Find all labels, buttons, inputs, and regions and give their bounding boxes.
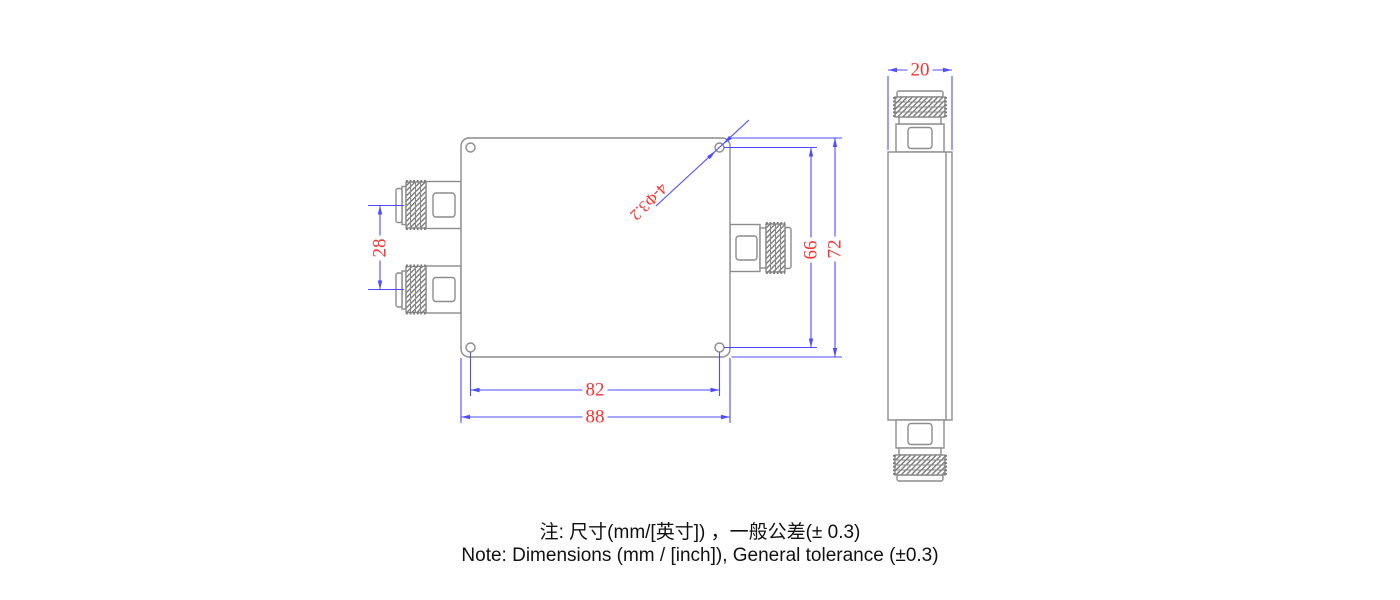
mounting-hole-top-left — [465, 142, 476, 153]
note-line-en: Note: Dimensions (mm / [inch]), General … — [461, 545, 939, 566]
hole-callout-leader — [655, 119, 750, 207]
front-view-body — [460, 137, 731, 358]
side-connector-bottom — [892, 419, 948, 482]
side-view-body — [887, 151, 953, 421]
mounting-hole-bottom-left — [465, 342, 476, 353]
dimension-28 — [368, 204, 404, 291]
note-line-zh: 注: 尺寸(mm/[英寸]) ，一般公差(± 0.3) — [539, 522, 861, 543]
n-connector-left-top — [395, 180, 462, 230]
n-connector-right — [729, 222, 792, 275]
side-connector-top — [892, 90, 948, 153]
dimension-value-72: 72 — [825, 236, 846, 262]
dimension-value-66: 66 — [801, 237, 822, 263]
side-view — [887, 90, 953, 482]
n-connector-left-bottom — [395, 264, 462, 315]
notes: 注: 尺寸(mm/[英寸]) ，一般公差(± 0.3) Note: Dimens… — [0, 521, 1400, 567]
dimension-value-82: 82 — [582, 380, 608, 400]
front-view — [395, 137, 792, 358]
dimension-value-88: 88 — [582, 407, 608, 427]
dimension-value-20: 20 — [907, 60, 933, 80]
dimension-value-28: 28 — [370, 235, 391, 260]
